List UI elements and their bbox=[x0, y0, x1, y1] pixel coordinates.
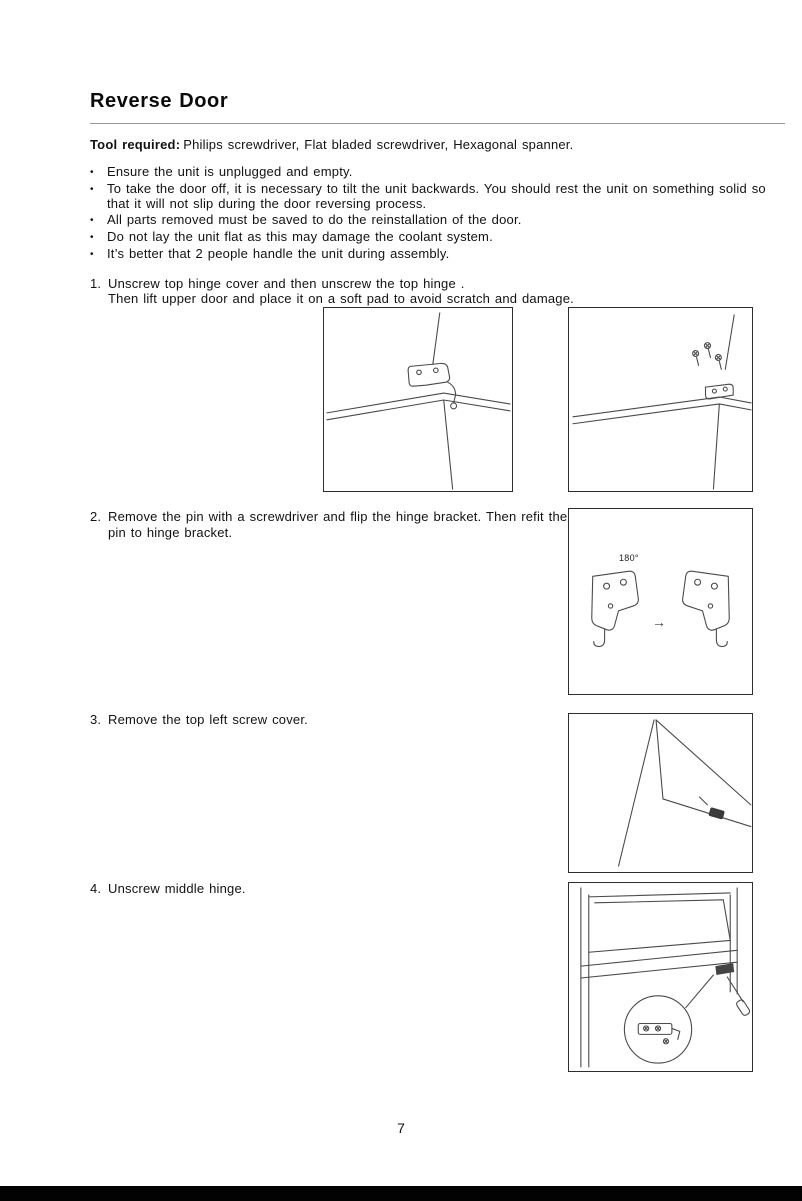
figure-step4-middle-hinge bbox=[568, 882, 753, 1072]
step-1-line-1: Unscrew top hinge cover and then unscrew… bbox=[108, 275, 465, 291]
rotation-angle-label: 180° bbox=[619, 553, 639, 563]
figure-step1-unscrew-hinge bbox=[568, 307, 753, 492]
note-text: Do not lay the unit flat as this may dam… bbox=[107, 229, 493, 244]
middle-hinge-drawing bbox=[580, 887, 751, 1068]
bullet-icon: • bbox=[90, 166, 94, 178]
footer-bar bbox=[0, 1186, 802, 1201]
figure-step1-top-hinge bbox=[323, 307, 513, 492]
note-text: It’s better that 2 people handle the uni… bbox=[107, 246, 450, 261]
hinge-brackets-drawing bbox=[591, 570, 730, 648]
page-title: Reverse Door bbox=[90, 90, 229, 112]
note-text: Ensure the unit is unplugged and empty. bbox=[107, 163, 353, 179]
bullet-icon: • bbox=[90, 183, 94, 195]
step-2-text: Remove the pin with a screwdriver and fl… bbox=[108, 509, 568, 540]
bullet-icon: • bbox=[90, 232, 94, 243]
note-item: • It’s better that 2 people handle the u… bbox=[90, 246, 785, 263]
fridge-top-corner-hinge-drawing bbox=[326, 312, 511, 490]
bracket-before-drawing bbox=[591, 570, 639, 648]
fridge-top-corner-screws-drawing bbox=[572, 314, 752, 490]
step-1-number: 1. bbox=[90, 275, 102, 291]
note-text: To take the door off, it is necessary to… bbox=[107, 180, 766, 212]
note-item: • All parts removed must be saved to do … bbox=[90, 212, 785, 229]
fridge-corner-screw-cover-drawing bbox=[617, 719, 752, 867]
step-3: 3. Remove the top left screw cover. bbox=[90, 712, 510, 728]
screws-drawing bbox=[692, 342, 722, 370]
bullet-icon: • bbox=[90, 249, 94, 260]
note-item: • Do not lay the unit flat as this may d… bbox=[90, 229, 785, 246]
step-1-line-2: Then lift upper door and place it on a s… bbox=[108, 291, 574, 306]
step-2-number: 2. bbox=[90, 509, 102, 524]
page-number: 7 bbox=[397, 1120, 405, 1136]
step-3-text: Remove the top left screw cover. bbox=[108, 712, 308, 727]
step-4: 4. Unscrew middle hinge. bbox=[90, 881, 510, 897]
step-1: 1. Unscrew top hinge cover and then unsc… bbox=[90, 276, 785, 307]
safety-notes-list: • Ensure the unit is unplugged and empty… bbox=[90, 164, 785, 263]
magnified-hinge-drawing bbox=[637, 1022, 681, 1045]
figure-step3-screw-cover bbox=[568, 713, 753, 873]
bracket-after-drawing bbox=[682, 570, 730, 648]
step-3-number: 3. bbox=[90, 712, 102, 727]
figure-step2-flip-bracket: 180° → bbox=[568, 508, 753, 695]
text-column: Reverse Door Tool required:Philips screw… bbox=[90, 88, 785, 307]
flip-arrow-icon: → bbox=[652, 614, 666, 630]
step-2: 2. Remove the pin with a screwdriver and… bbox=[90, 509, 572, 540]
tools-required-line: Tool required:Philips screwdriver, Flat … bbox=[90, 137, 785, 153]
note-item: • Ensure the unit is unplugged and empty… bbox=[90, 164, 785, 181]
tools-list: Philips screwdriver, Flat bladed screwdr… bbox=[183, 137, 574, 152]
note-item: • To take the door off, it is necessary … bbox=[90, 181, 785, 212]
note-text: All parts removed must be saved to do th… bbox=[107, 212, 522, 227]
bullet-icon: • bbox=[90, 215, 94, 226]
step-4-text: Unscrew middle hinge. bbox=[108, 881, 246, 896]
step-1-text: Unscrew top hinge cover and then unscrew… bbox=[108, 276, 785, 307]
title-divider bbox=[90, 123, 785, 124]
tools-label: Tool required: bbox=[90, 137, 181, 152]
step-4-number: 4. bbox=[90, 881, 102, 896]
